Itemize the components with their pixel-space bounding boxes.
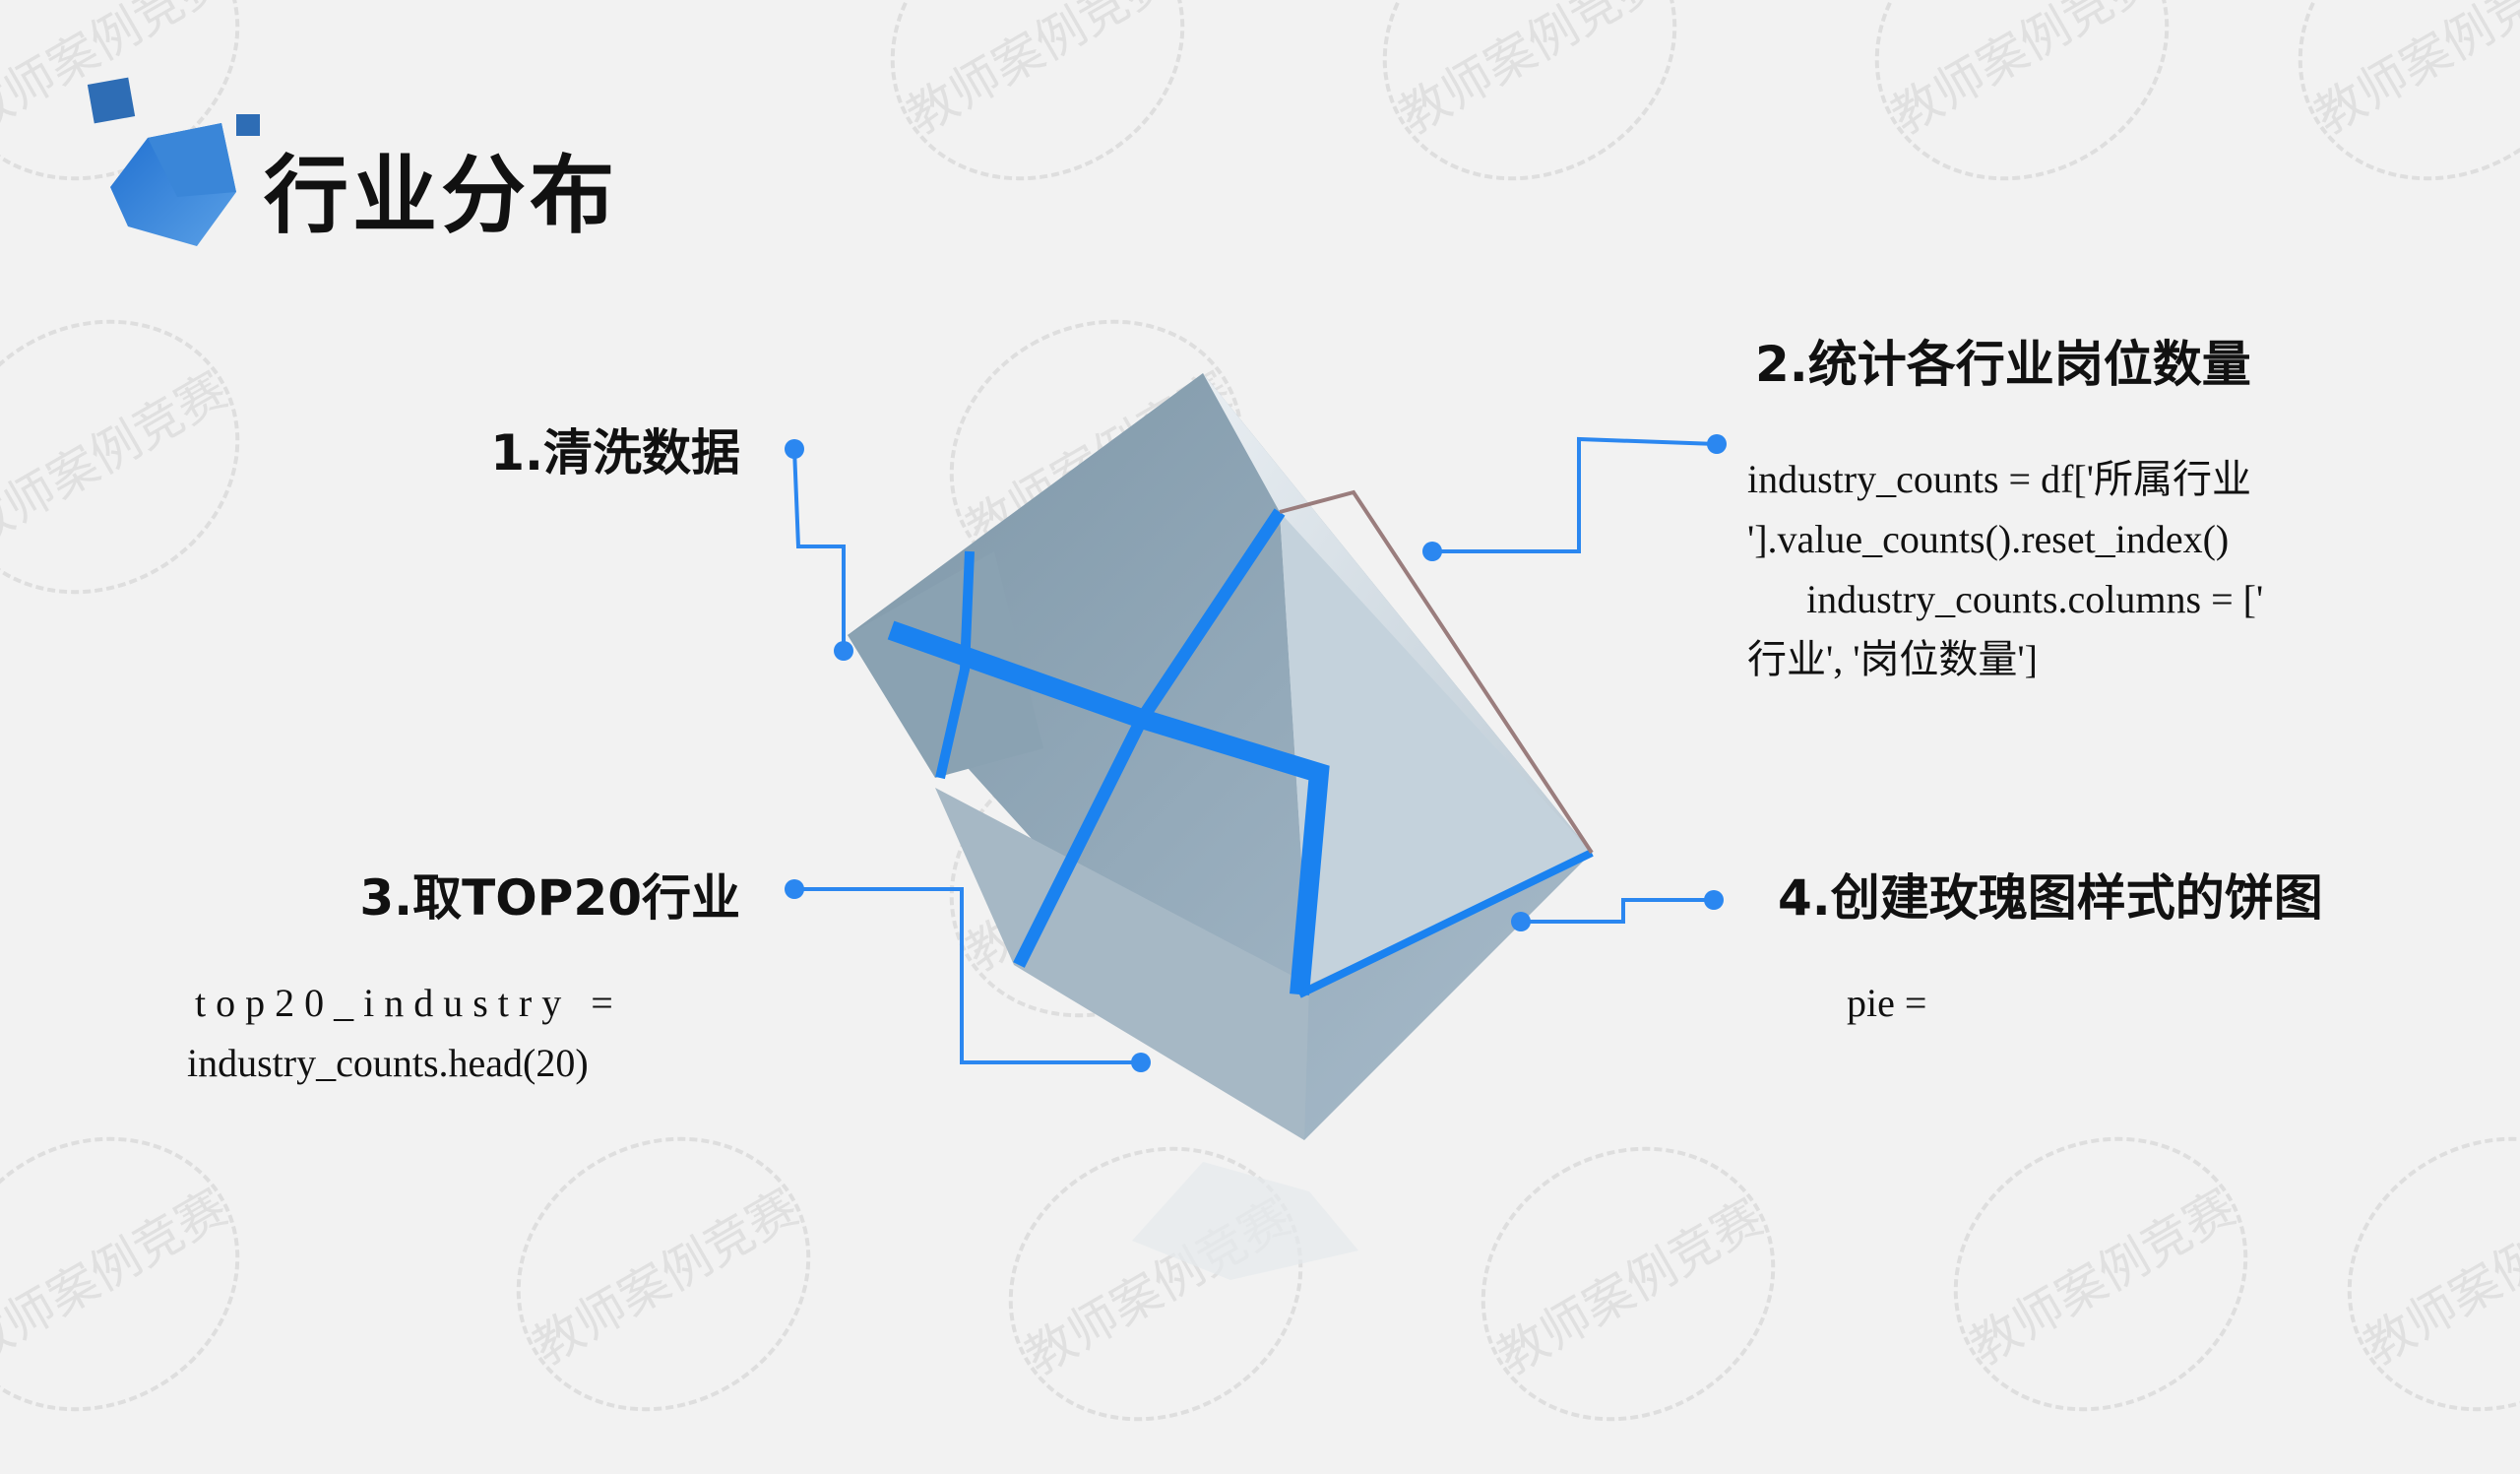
- page-title: 行业分布: [264, 147, 618, 245]
- code-line: industry_counts.head(20): [187, 1041, 589, 1085]
- step-2-heading: 2.统计各行业岗位数量: [1755, 336, 2251, 393]
- code-line: pie =: [1847, 981, 1927, 1025]
- connector-dots: [785, 434, 1727, 1072]
- code-line: 行业', '岗位数量']: [1747, 637, 2038, 681]
- step-3-code: t o p 2 0 _ i n d u s t r y = industry_co…: [187, 973, 613, 1093]
- step-4-code: pie =: [1847, 973, 1926, 1033]
- code-line: '].value_counts().reset_index(): [1747, 517, 2230, 561]
- code-line: industry_counts = df['所属行业: [1747, 457, 2251, 501]
- logo-cubes-icon: [87, 77, 260, 246]
- code-line: industry_counts.columns = [': [1747, 577, 2264, 621]
- decor-layer: [87, 77, 1727, 1280]
- code-line: t o p 2 0 _ i n d u s t r y =: [195, 981, 613, 1025]
- step-1-heading: 1.清洗数据: [490, 424, 740, 481]
- connector-lines: [792, 436, 1718, 1064]
- step-3-heading: 3.取TOP20行业: [359, 869, 740, 927]
- cube-illustration: [848, 373, 1594, 1280]
- step-2-code: industry_counts = df['所属行业 '].value_count…: [1747, 449, 2263, 689]
- step-4-heading: 4.创建玫瑰图样式的饼图: [1778, 869, 2323, 927]
